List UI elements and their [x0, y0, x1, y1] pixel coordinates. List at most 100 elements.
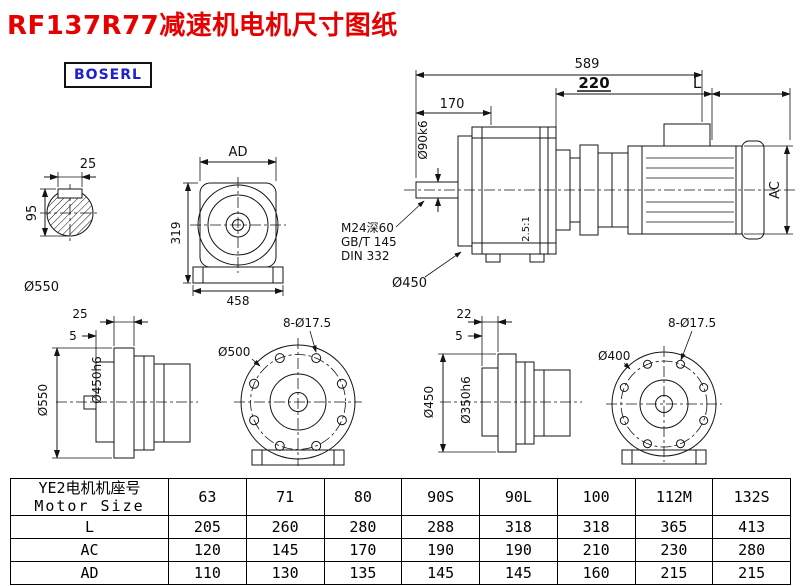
shaft-dia-callout: Ø90k6: [416, 120, 430, 159]
output-side-view-large: 25 5 Ø550 Ø450h6: [36, 307, 198, 459]
flange-plate: [113, 347, 135, 459]
dim-value-cell: 190: [479, 538, 558, 562]
size-column-header: 90S: [401, 478, 480, 516]
bolt-hole: [274, 353, 285, 364]
dim-value-cell: 318: [479, 515, 558, 539]
dim-value-cell: 210: [556, 538, 636, 562]
dim-AD-label: AD: [229, 145, 248, 160]
main-assembly-view: 589 170 220 L Ø90k6 M24深60 GB/T 145 DIN …: [341, 57, 795, 291]
dim-value-cell: 190: [401, 538, 480, 562]
bolt-hole: [699, 383, 709, 392]
spigot-dia-label: Ø350h6: [459, 376, 473, 424]
bolt-hole: [676, 439, 685, 449]
bolt-hole: [643, 359, 652, 369]
bolt-hole: [619, 383, 629, 392]
dim-row-label: AD: [10, 561, 169, 585]
dim-row-label: AC: [10, 538, 169, 562]
dim-value-cell: 205: [168, 515, 247, 539]
dim-value-cell: 160: [556, 561, 636, 585]
flange-dia-label: Ø550: [36, 384, 50, 416]
bolt-hole: [643, 439, 652, 449]
dim-value-cell: 120: [168, 538, 247, 562]
dim-319-label: 319: [169, 222, 183, 245]
size-column-header: 132S: [712, 478, 791, 516]
flange-plate: [497, 353, 517, 453]
table-row-AC: AC 120 145 170 190 190 210 230 280: [10, 538, 791, 562]
dim-589-label: 589: [575, 57, 600, 72]
size-column-header: 100: [556, 478, 636, 516]
gearbox-housing: [471, 126, 557, 255]
fan-cover: [741, 140, 765, 240]
dim-value-cell: 280: [323, 515, 403, 539]
output-flange-view-small: Ø400 8-Ø17.5: [598, 316, 722, 465]
output-side-view-small: 22 5 Ø450 Ø350h6: [422, 307, 582, 453]
bolt-hole: [676, 359, 685, 369]
dim-value-cell: 260: [245, 515, 325, 539]
dim-458-label: 458: [227, 294, 250, 308]
dim-5-label: 5: [455, 329, 463, 343]
gearbox-front-view: AD 319 458: [169, 145, 286, 308]
dim-value-cell: 365: [634, 515, 714, 539]
dim-220-label: 220: [578, 74, 609, 92]
dim-value-cell: 215: [712, 561, 791, 585]
key-width-dim: 25: [80, 157, 97, 172]
spigot-dia-label: Ø450h6: [90, 356, 104, 404]
ratio-mark: 2.5:1: [521, 216, 532, 242]
shaft-dia-label: Ø550: [24, 280, 59, 295]
dim-5-label: 5: [69, 329, 77, 343]
tap-note-line1: M24深60: [341, 221, 394, 235]
gearbox-flange: [457, 135, 473, 247]
dim-value-cell: 145: [245, 538, 325, 562]
dim-value-cell: 280: [712, 538, 791, 562]
terminal-box: [663, 123, 711, 147]
table-row-L: L 205 260 280 288 318 318 365 413: [10, 515, 791, 539]
dim-row-label: L: [10, 515, 169, 539]
table-row-AD: AD 110 130 135 145 145 160 215 215: [10, 561, 791, 585]
bolt-hole: [249, 378, 260, 389]
motor-size-label-en: Motor Size: [34, 497, 145, 515]
dim-L-label: L: [693, 74, 702, 92]
dim-value-cell: 215: [634, 561, 714, 585]
tap-note-line2: GB/T 145: [341, 235, 397, 249]
dim-22-label: 22: [456, 307, 471, 321]
size-column-header: 112M: [634, 478, 714, 516]
dim-value-cell: 110: [168, 561, 247, 585]
dim-value-cell: 145: [479, 561, 558, 585]
dim-value-cell: 230: [634, 538, 714, 562]
bolt-hole: [336, 378, 347, 389]
flange-dia-callout: Ø450: [392, 276, 427, 291]
flange-dia-callout: Ø400: [598, 349, 630, 363]
bolt-holes-callout: 8-Ø17.5: [668, 316, 716, 330]
motor-size-label-cn: YE2电机机座号: [38, 479, 141, 497]
dim-AC-label: AC: [768, 181, 783, 199]
bolt-holes-callout: 8-Ø17.5: [283, 316, 331, 330]
dim-value-cell: 145: [401, 561, 480, 585]
shaft-section-view: 25 95 Ø550: [24, 157, 100, 295]
dim-value-cell: 135: [323, 561, 403, 585]
size-column-header: 71: [245, 478, 325, 516]
flange-dia-label: Ø450: [422, 386, 436, 418]
dim-value-cell: 130: [245, 561, 325, 585]
size-column-header: 80: [323, 478, 403, 516]
bolt-hole: [699, 416, 709, 425]
size-column-header: 63: [168, 478, 247, 516]
bolt-hole: [311, 440, 322, 451]
brand-logo: BOSERL: [64, 62, 152, 88]
dim-value-cell: 413: [712, 515, 791, 539]
motor-size-header-cell: YE2电机机座号 Motor Size: [10, 478, 169, 516]
bolt-hole: [311, 353, 322, 364]
output-flange-view-large: Ø500 8-Ø17.5: [218, 316, 362, 466]
flange-dia-callout: Ø500: [218, 345, 250, 359]
table-header-row: YE2电机机座号 Motor Size 63 71 80 90S 90L 100…: [10, 478, 791, 516]
dim-value-cell: 288: [401, 515, 480, 539]
dim-value-cell: 170: [323, 538, 403, 562]
dim-170-label: 170: [440, 97, 465, 112]
gearbox-base: [192, 266, 284, 284]
dimension-table: YE2电机机座号 Motor Size 63 71 80 90S 90L 100…: [10, 478, 791, 585]
key-height-dim: 95: [25, 205, 40, 222]
bolt-hole: [249, 415, 260, 426]
tap-note-line3: DIN 332: [341, 249, 389, 263]
brand-text: BOSERL: [74, 67, 142, 83]
